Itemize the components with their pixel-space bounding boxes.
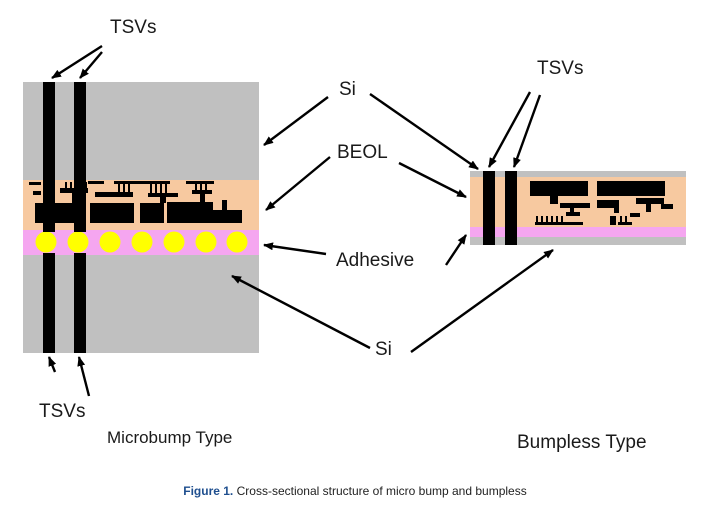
label-tsvs-bottom-left: TSVs [39,401,85,422]
beol-wiring-left [29,181,242,223]
label-si-bottom: Si [375,339,392,360]
silicon-top-layer [23,82,259,180]
label-adhesive: Adhesive [336,250,414,271]
tsv-group-left-top [43,82,86,232]
tsv-group-left-bottom [43,253,86,353]
label-bumpless-type: Bumpless Type [517,432,647,453]
silicon-bottom-thin [470,237,686,245]
beol-wiring-right [530,181,673,225]
bumpless-stack [470,171,686,245]
label-beol: BEOL [337,142,388,163]
figure-caption: Figure 1. Cross-sectional structure of m… [0,484,710,498]
label-tsvs-right: TSVs [537,58,583,79]
pointer-arrows [47,44,554,397]
cross-section-diagram: TSVs Si TSVs BEOL Adhesive Si TSVs Micro… [23,17,686,453]
silicon-bottom-layer [23,255,259,353]
adhesive-layer-right [470,227,686,237]
caption-text: Cross-sectional structure of micro bump … [236,484,527,498]
silicon-top-thin [470,171,686,177]
tsv-group-right [483,171,517,245]
label-si-top: Si [339,79,356,100]
label-tsvs-top-left: TSVs [110,17,156,38]
microbump-row [35,231,248,253]
microbump-stack [23,82,259,353]
figure-label: Figure 1. [183,484,234,498]
label-microbump-type: Microbump Type [107,428,232,447]
